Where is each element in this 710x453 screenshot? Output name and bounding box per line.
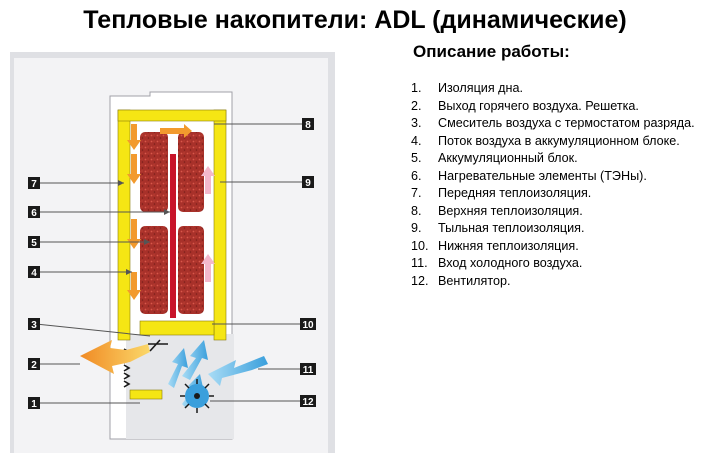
item-number: 3. [411, 116, 422, 130]
item-number: 8. [411, 203, 422, 218]
item-text: Аккумуляционный блок. [438, 151, 578, 165]
item-text: Нижняя теплоизоляция. [438, 238, 579, 253]
item-number: 11. [411, 256, 428, 270]
list-item: 8. Верхняя теплоизоляция. [411, 203, 703, 220]
leader-arrowheads [118, 180, 170, 275]
item-number: 6. [411, 168, 422, 183]
item-number: 2. [411, 98, 422, 113]
leader-lines [35, 123, 302, 404]
item-text: Верхняя теплоизоляция. [438, 203, 583, 218]
list-item: 1. Изоляция дна. [411, 80, 703, 97]
label-11-text: 11 [303, 365, 314, 376]
list-item: 12. Вентилятор. [411, 273, 703, 290]
label-6: 6 [28, 206, 40, 219]
item-text: Тыльная теплоизоляция. [438, 221, 585, 235]
list-item: 9. Тыльная теплоизоляция. [411, 220, 703, 237]
label-3: 3 [28, 318, 40, 331]
label-2: 2 [28, 358, 40, 371]
item-number: 1. [411, 81, 422, 95]
item-number: 7. [411, 186, 422, 200]
list-item: 4. Поток воздуха в аккумуляционном блоке. [411, 133, 703, 150]
label-1-text: 1 [31, 399, 37, 410]
left-labels: 7 6 5 4 3 2 1 [28, 177, 40, 410]
list-item: 7. Передняя теплоизоляция. [411, 185, 703, 202]
list-item: 5. Аккумуляционный блок. [411, 150, 703, 167]
label-4: 4 [28, 266, 40, 279]
label-3-text: 3 [31, 320, 37, 331]
label-1: 1 [28, 397, 40, 410]
list-item: 2. Выход горячего воздуха. Решетка. [411, 98, 703, 115]
heating-element [170, 154, 176, 318]
item-text: Нагревательные элементы (ТЭНы). [438, 168, 647, 183]
label-5-text: 5 [31, 238, 37, 249]
item-number: 12. [411, 273, 429, 288]
page-title: Тепловые накопители: ADL (динамические) [83, 6, 627, 34]
label-10: 10 [300, 318, 316, 331]
item-text: Смеситель воздуха с термостатом разряда. [438, 116, 695, 130]
label-11: 11 [300, 363, 316, 376]
item-text: Передняя теплоизоляция. [438, 186, 592, 200]
label-2-text: 2 [31, 360, 37, 371]
item-number: 9. [411, 221, 422, 235]
label-8-text: 8 [305, 120, 311, 131]
list-item: 6. Нагревательные элементы (ТЭНы). [411, 168, 703, 185]
label-10-text: 10 [302, 320, 314, 331]
label-7-text: 7 [31, 179, 37, 190]
item-text: Вентилятор. [438, 273, 511, 288]
label-8: 8 [302, 118, 314, 131]
mixer-thermostat [148, 339, 168, 352]
rising-airflow-arrows [201, 166, 215, 282]
label-9: 9 [302, 176, 314, 189]
label-12: 12 [300, 395, 316, 408]
label-9-text: 9 [305, 178, 311, 189]
label-6-text: 6 [31, 208, 37, 219]
list-item: 10. Нижняя теплоизоляция. [411, 238, 703, 255]
label-12-text: 12 [302, 397, 314, 408]
description-list: 1. Изоляция дна. 2. Выход горячего воздуха… [411, 80, 703, 290]
insulation-frame [117, 109, 227, 400]
item-text: Выход горячего воздуха. Решетка. [438, 98, 639, 113]
item-text: Поток воздуха в аккумуляционном блоке. [438, 133, 680, 148]
label-7: 7 [28, 177, 40, 190]
heater-diagram: 7 6 5 4 3 2 1 8 9 10 11 12 [10, 52, 335, 453]
hot-air-outlet-arrow [80, 340, 150, 374]
list-item: 3. Смеситель воздуха с термостатом разряд… [411, 115, 703, 132]
item-text: Изоляция дна. [438, 81, 523, 95]
label-5: 5 [28, 236, 40, 249]
right-labels: 8 9 10 11 12 [300, 118, 316, 408]
item-number: 4. [411, 133, 422, 148]
description-heading: Описание работы: [413, 42, 570, 61]
label-4-text: 4 [31, 268, 37, 279]
item-text: Вход холодного воздуха. [438, 256, 583, 270]
item-number: 5. [411, 151, 422, 165]
item-number: 10. [411, 238, 429, 253]
list-item: 11. Вход холодного воздуха. [411, 255, 703, 272]
fan-icon [180, 379, 214, 413]
accumulation-block [140, 132, 204, 314]
